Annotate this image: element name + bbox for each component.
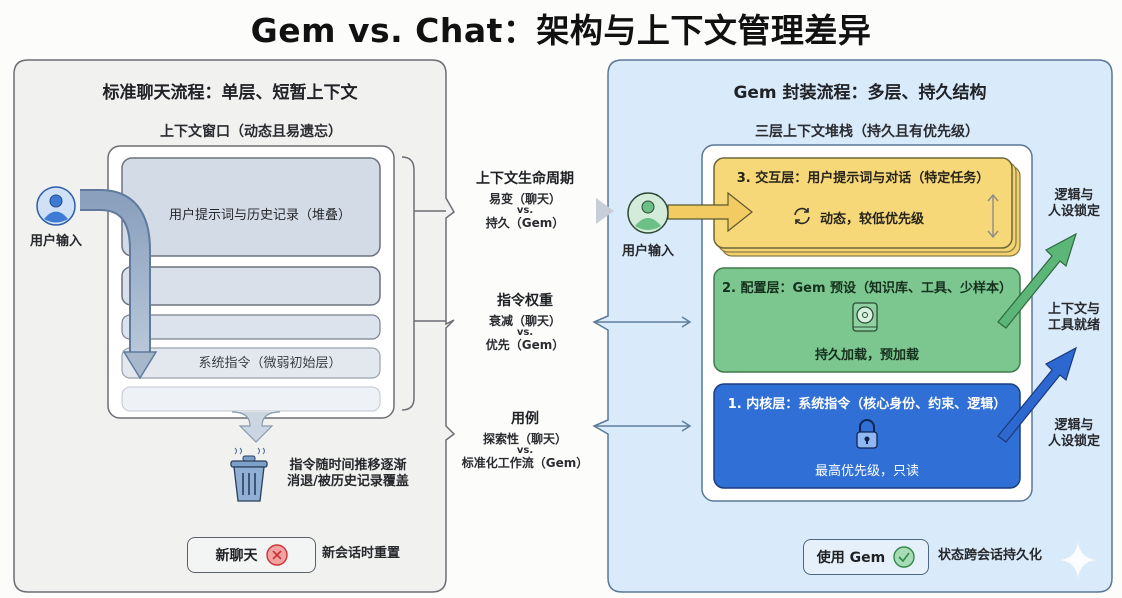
persist-note: 状态跨会话持久化 — [938, 548, 1043, 563]
side-label-context: 上下文与 工具就绪 — [1047, 302, 1100, 333]
history-block-label: 用户提示词与历史记录（堆叠） — [168, 208, 351, 223]
stack-label: 三层上下文堆栈（持久且有优先级） — [755, 124, 979, 140]
side-label-logic-bottom: 逻辑与 人设锁定 — [1047, 418, 1100, 449]
green-diagonal-arrow — [997, 232, 1078, 329]
trash-note-line2: 消退/被历史记录覆盖 — [287, 474, 409, 489]
page-title: Gem vs. Chat：架构与上下文管理差异 — [250, 11, 872, 50]
user-icon — [36, 186, 76, 226]
use-gem-label: 使用 Gem — [816, 550, 886, 566]
gem-input-arrow — [667, 191, 753, 233]
comparison-heading: 上下文生命周期 — [476, 171, 574, 187]
system-block-label: 系统指令（微弱初始层） — [198, 356, 342, 371]
comparison-lifecycle: 上下文生命周期 易变（聊天） vs. 持久（Gem） — [462, 168, 588, 230]
comparison-vs: vs. — [516, 445, 534, 456]
comparison-chat: 易变（聊天） — [488, 192, 561, 206]
context-window-label: 上下文窗口（动态且易遗忘） — [160, 124, 342, 140]
close-circle-icon — [265, 544, 288, 566]
comparison-weight: 指令权重 衰减（聊天） vs. 优先（Gem） — [462, 290, 588, 352]
comparison-vs: vs. — [516, 327, 534, 338]
new-chat-button[interactable]: 新聊天 — [187, 537, 316, 573]
user-input-label: 用户输入 — [621, 244, 674, 259]
layer-2-desc: 持久加载，预加载 — [814, 348, 919, 363]
layer-1-desc: 最高优先级，只读 — [814, 464, 919, 479]
blue-diagonal-arrow — [997, 346, 1078, 443]
layer-3-desc: 动态，较低优先级 — [820, 212, 925, 227]
funnel-arrow — [231, 411, 281, 443]
check-circle-icon — [893, 546, 915, 568]
use-gem-button[interactable]: 使用 Gem — [803, 539, 929, 575]
left-panel-title: 标准聊天流程：单层、短暂上下文 — [102, 83, 358, 103]
comparison-heading: 指令权重 — [497, 293, 553, 309]
comparison-usecase: 用例 探索性（聊天） vs. 标准化工作流（Gem） — [452, 408, 598, 470]
layer-2-title: 2. 配置层：Gem 预设（知识库、工具、少样本） — [721, 281, 1013, 296]
lock-icon — [855, 418, 879, 450]
refresh-icon — [792, 206, 812, 226]
disk-icon — [852, 302, 878, 334]
comparison-heading: 用例 — [511, 411, 539, 427]
sparkle-icon — [1060, 542, 1096, 578]
trash-icon — [226, 446, 272, 504]
side-label-logic-top: 逻辑与 人设锁定 — [1047, 188, 1100, 219]
comparison-gem: 优先（Gem） — [485, 338, 565, 352]
trash-note-line1: 指令随时间推移逐渐 — [289, 458, 407, 473]
layer-1-title: 1. 内核层：系统指令（核心身份、约束、逻辑） — [727, 397, 1007, 412]
comparison-gem: 持久（Gem） — [485, 216, 565, 230]
user-input-label: 用户输入 — [29, 234, 82, 249]
comparison-chat: 衰减（聊天） — [488, 314, 561, 328]
comparison-vs: vs. — [516, 205, 534, 216]
comparison-gem: 标准化工作流（Gem） — [461, 456, 589, 470]
user-icon — [627, 192, 669, 234]
reset-note: 新会话时重置 — [322, 546, 401, 561]
new-chat-label: 新聊天 — [215, 548, 258, 564]
comparison-chat: 探索性（聊天） — [482, 432, 567, 446]
right-panel-title: Gem 封装流程：多层、持久结构 — [733, 83, 987, 103]
layer-3-title: 3. 交互层：用户提示词与对话（特定任务） — [736, 171, 990, 186]
